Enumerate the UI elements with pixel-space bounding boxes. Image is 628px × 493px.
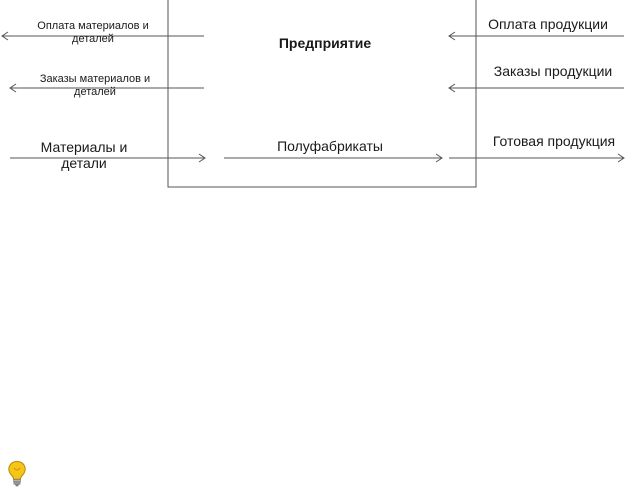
label-orders-materials-line2: деталей: [74, 85, 116, 98]
label-payment-products: Оплата продукции: [488, 16, 608, 32]
arrow-left-materials: [10, 153, 206, 163]
label-materials-line1: Материалы и: [40, 139, 128, 155]
label-finished-products: Готовая продукция: [492, 133, 616, 149]
label-payment-materials: Оплата материалов и деталей: [18, 20, 168, 45]
label-materials: Материалы и детали: [24, 139, 144, 171]
label-orders-products: Заказы продукции: [493, 63, 613, 79]
label-payment-materials-line2: деталей: [72, 32, 114, 45]
arrow-left-payment: [1, 31, 204, 41]
arrow-internal-semiproducts: [224, 153, 443, 163]
arrow-right-finished: [449, 153, 625, 163]
lightbulb-icon[interactable]: [7, 460, 27, 488]
label-orders-materials-line1: Заказы материалов и: [39, 73, 151, 85]
label-semiproducts: Полуфабрикаты: [277, 138, 383, 154]
enterprise-title: Предприятие: [278, 35, 372, 51]
arrow-left-orders: [9, 83, 204, 93]
label-payment-materials-line1: Оплата материалов и: [37, 20, 149, 32]
label-materials-line2: детали: [61, 155, 107, 172]
arrow-right-payment: [448, 31, 624, 41]
label-orders-materials: Заказы материалов и деталей: [20, 73, 170, 98]
enterprise-box: [167, 0, 477, 188]
arrow-right-orders: [448, 83, 624, 93]
